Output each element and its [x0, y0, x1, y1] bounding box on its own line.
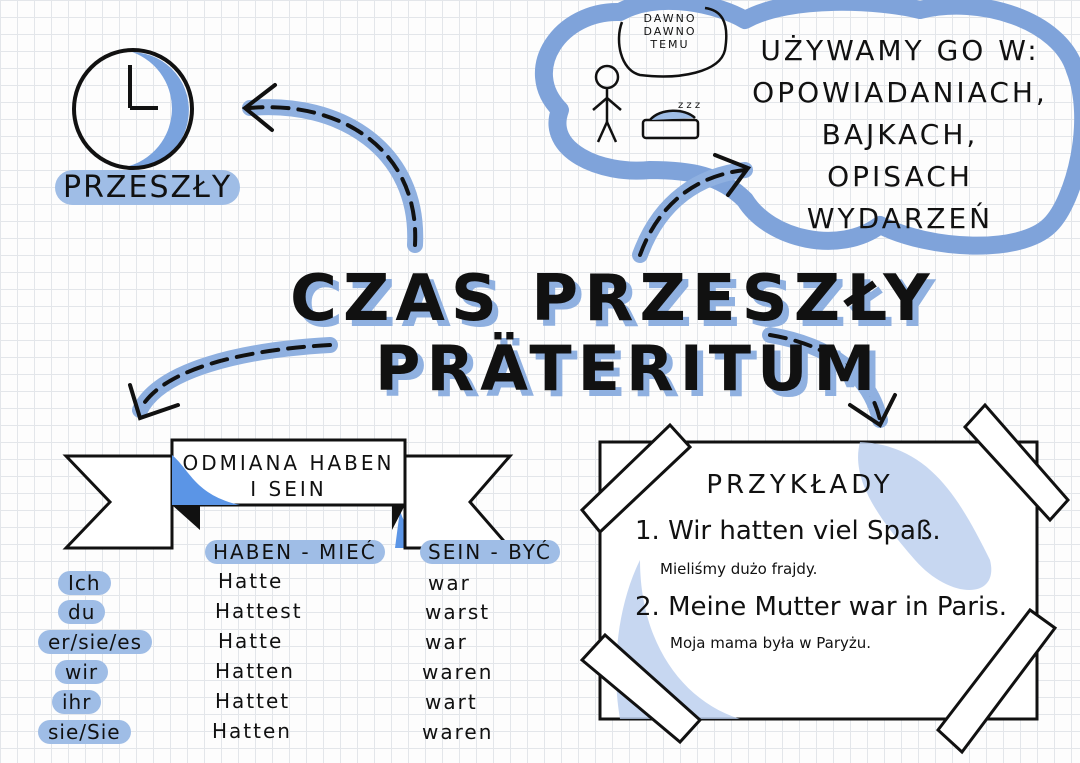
pronoun: Ich — [58, 571, 111, 595]
haben-form: Hatte — [218, 629, 284, 653]
haben-header: HABEN - MIEĆ — [205, 540, 385, 564]
example-german: 1. Wir hatten viel Spaß. — [635, 516, 941, 546]
sein-form: war — [425, 630, 468, 654]
haben-form: Hattest — [215, 599, 303, 623]
example-german: 2. Meine Mutter war in Paris. — [635, 592, 1007, 622]
arrow-to-clock — [248, 105, 418, 247]
usage-line: BAJKACH, OPISACH — [821, 118, 979, 193]
examples-frame — [579, 402, 1071, 755]
examples-title: PRZYKŁADY — [706, 470, 894, 500]
example-polish: Moja mama była w Paryżu. — [670, 634, 872, 652]
example-polish: Mieliśmy dużo frajdy. — [660, 560, 818, 578]
haben-form: Hattet — [215, 689, 291, 713]
page-title: CZAS PRZESZŁY — [290, 262, 936, 336]
usage-note: UŻYWAMY GO W: OPOWIADANIACH, BAJKACH, OP… — [745, 30, 1055, 240]
banner-ribbon — [62, 438, 514, 550]
pronoun: er/sie/es — [38, 630, 153, 654]
sein-form: waren — [422, 660, 494, 684]
sein-form: war — [428, 571, 471, 595]
usage-line: WYDARZEŃ — [806, 202, 994, 235]
speech-line: DAWNO — [643, 12, 697, 25]
arrow-to-table — [138, 343, 332, 412]
speech-bubble: DAWNO DAWNO TEMU — [630, 12, 710, 51]
usage-line: OPOWIADANIACH, — [752, 76, 1048, 109]
usage-line: UŻYWAMY GO W: — [760, 34, 1040, 67]
pronoun: du — [58, 600, 106, 624]
clock-icon — [72, 48, 194, 170]
banner-line: ODMIANA HABEN — [182, 451, 395, 475]
haben-form: Hatten — [215, 659, 295, 683]
sein-form: warst — [425, 600, 491, 624]
page-subtitle: PRÄTERITUM — [375, 332, 882, 405]
arrow-to-examples — [768, 333, 882, 422]
sein-form: wart — [425, 690, 478, 714]
clock-label: PRZESZŁY — [55, 170, 241, 205]
sein-header: SEIN - BYĆ — [420, 540, 560, 564]
pronoun: sie/Sie — [38, 720, 131, 744]
storyteller-icon — [592, 6, 728, 143]
speech-line: DAWNO — [643, 25, 697, 38]
speech-line: TEMU — [650, 38, 690, 51]
haben-form: Hatten — [212, 719, 292, 743]
svg-text:z z z: z z z — [678, 100, 700, 111]
haben-form: Hatte — [218, 569, 284, 593]
banner-title: ODMIANA HABEN I SEIN — [176, 450, 401, 502]
pronoun: wir — [55, 660, 109, 684]
banner-line: I SEIN — [250, 477, 327, 501]
sleeping-bed-icon: z z z — [641, 100, 700, 140]
sein-form: waren — [422, 720, 494, 744]
pronoun: ihr — [52, 690, 102, 714]
